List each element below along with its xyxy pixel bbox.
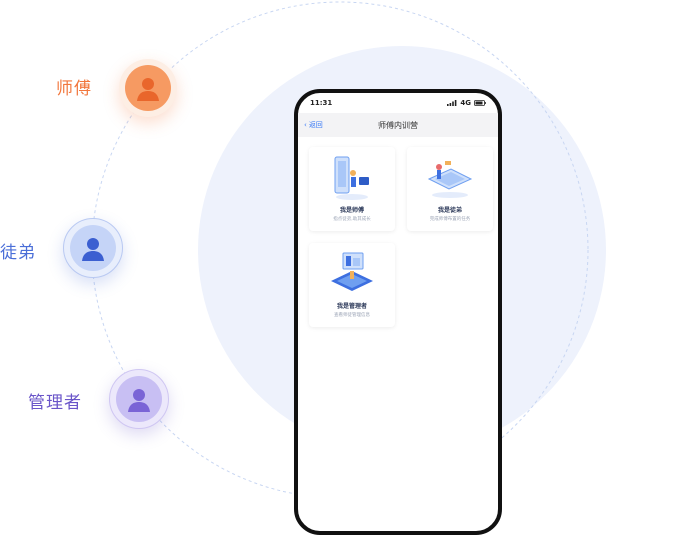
manager-avatar[interactable] <box>109 369 169 429</box>
role-apprentice-label: 徒弟 <box>0 243 36 263</box>
card-master[interactable]: 我是师傅 指点徒弟,助其成长 <box>309 147 395 231</box>
back-button[interactable]: ‹ 返回 <box>304 120 323 130</box>
master-avatar[interactable] <box>119 59 177 117</box>
role-master[interactable]: 师傅 <box>56 74 92 99</box>
network-type: 4G <box>460 99 471 107</box>
role-manager-label: 管理者 <box>28 393 82 413</box>
role-manager[interactable]: 管理者 <box>28 388 82 413</box>
status-time: 11:31 <box>310 99 333 107</box>
phone-mockup: 11:31 4G ‹ 返回 师傅内训营 <box>294 89 502 535</box>
apprentice-illustration <box>427 161 473 198</box>
apprentice-avatar-icon <box>82 238 104 261</box>
card-master-subtitle: 指点徒弟,助其成长 <box>333 217 371 222</box>
signal-icon <box>447 100 457 106</box>
card-apprentice-title: 我是徒弟 <box>437 207 462 214</box>
nav-bar: ‹ 返回 师傅内训营 <box>298 113 498 137</box>
chevron-left-icon: ‹ <box>304 121 307 129</box>
master-avatar-icon <box>137 78 159 101</box>
role-master-label: 师傅 <box>56 79 92 99</box>
manager-avatar-icon <box>128 389 150 412</box>
role-apprentice[interactable]: 徒弟 <box>0 238 36 263</box>
card-master-title: 我是师傅 <box>339 207 364 214</box>
master-illustration <box>334 156 369 200</box>
back-label: 返回 <box>308 121 323 129</box>
card-manager[interactable]: 我是管理者 查看师徒管理信息 <box>309 243 395 327</box>
card-apprentice[interactable]: 我是徒弟 完成师傅布置的任务 <box>407 147 493 231</box>
apprentice-avatar[interactable] <box>63 218 123 278</box>
battery-icon <box>474 100 486 106</box>
card-manager-subtitle: 查看师徒管理信息 <box>334 313 370 318</box>
manager-illustration <box>331 252 373 291</box>
status-bar: 11:31 4G <box>298 93 498 113</box>
page-title: 师傅内训营 <box>378 120 418 130</box>
card-apprentice-subtitle: 完成师傅布置的任务 <box>429 217 471 222</box>
card-manager-title: 我是管理者 <box>336 303 367 310</box>
